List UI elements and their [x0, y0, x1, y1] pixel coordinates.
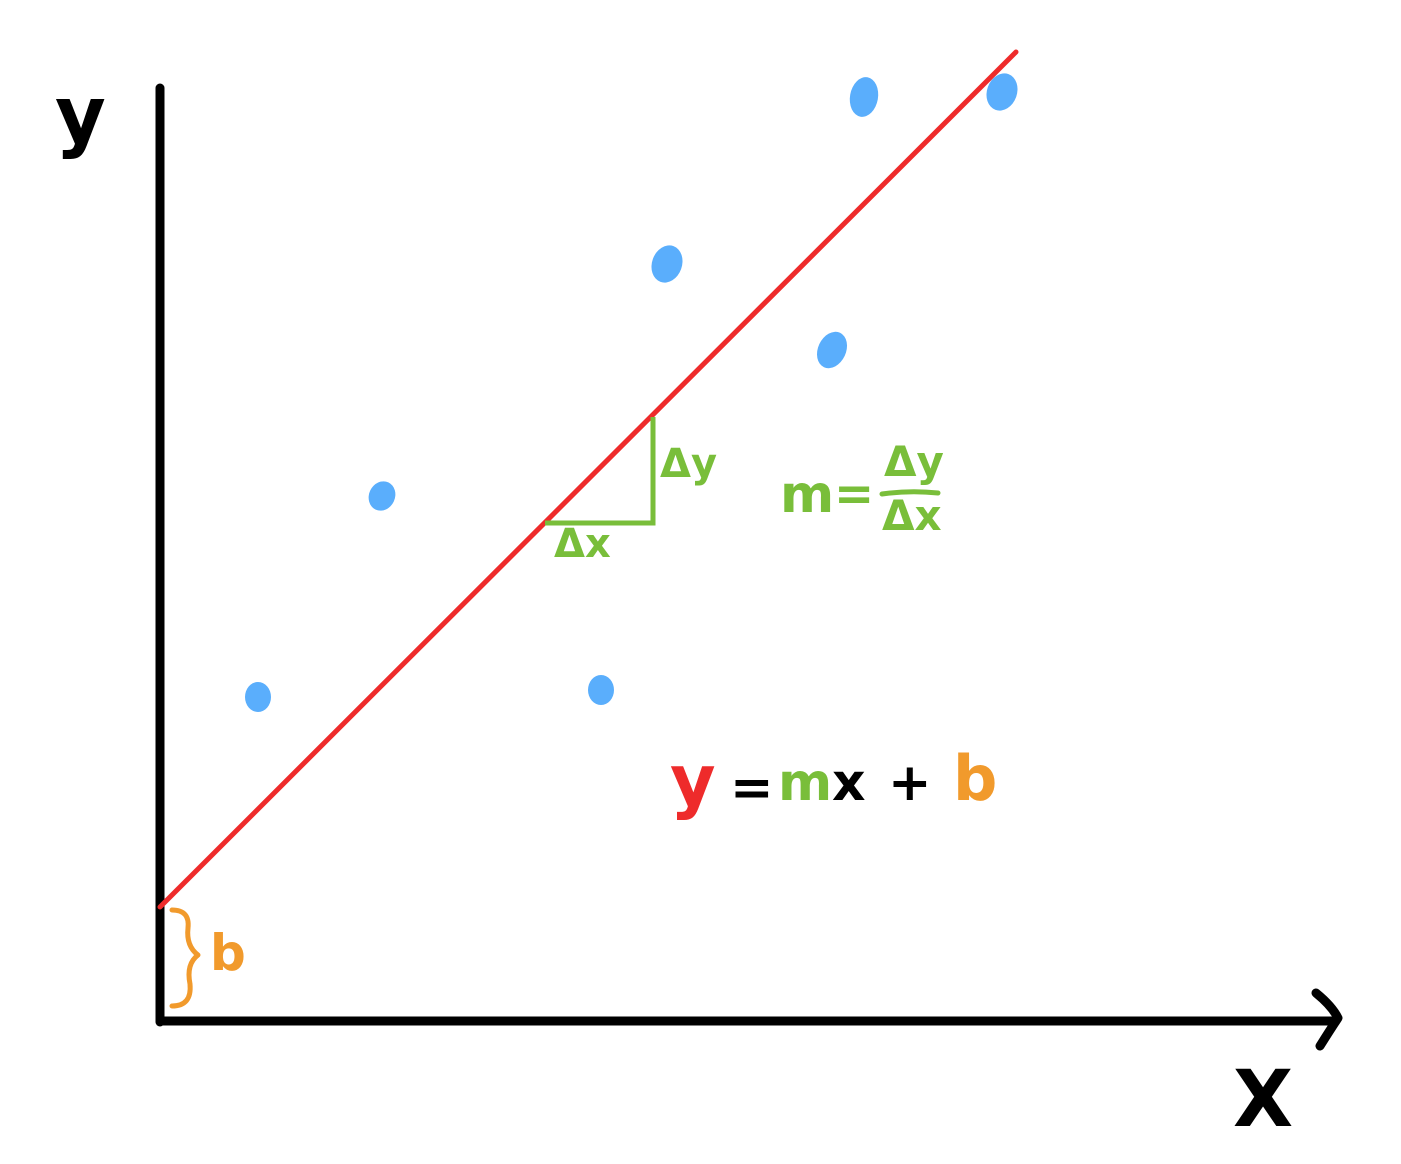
- slope-formula-fraction-bar: [879, 489, 941, 497]
- x-axis-label: X: [1233, 1055, 1293, 1145]
- data-point: [368, 481, 396, 511]
- data-point: [245, 682, 271, 712]
- slope-triangle-legs: [545, 417, 656, 526]
- data-point: [651, 245, 683, 283]
- equation-x: x: [832, 753, 866, 813]
- delta-x-label: Δx: [554, 521, 611, 567]
- line-equation: y = m x + b: [670, 740, 997, 822]
- equation-equals: =: [730, 758, 774, 818]
- slope-formula-equals: =: [834, 466, 874, 522]
- slope-formula: m = Δy Δx: [780, 437, 944, 540]
- x-axis-arrowhead: [1311, 988, 1343, 1051]
- equation-plus: +: [888, 753, 932, 813]
- y-axis-label: y: [55, 71, 106, 161]
- slope-triangle: Δy Δx: [545, 417, 717, 567]
- data-point: [816, 331, 848, 369]
- axes: [155, 83, 1343, 1051]
- slope-formula-m: m: [780, 465, 834, 525]
- intercept-label: b: [210, 924, 246, 982]
- slope-formula-denominator: Δx: [882, 491, 942, 540]
- equation-b: b: [953, 742, 997, 815]
- data-point: [849, 77, 879, 117]
- intercept-brace: [169, 907, 201, 1009]
- data-points: [245, 73, 1018, 712]
- regression-line: [157, 49, 1019, 910]
- equation-m: m: [778, 753, 832, 813]
- equation-y: y: [670, 740, 716, 822]
- data-point: [588, 675, 614, 705]
- data-point: [986, 73, 1018, 111]
- intercept-marker: b: [169, 907, 246, 1009]
- slope-formula-numerator: Δy: [884, 437, 944, 486]
- delta-y-label: Δy: [660, 441, 717, 487]
